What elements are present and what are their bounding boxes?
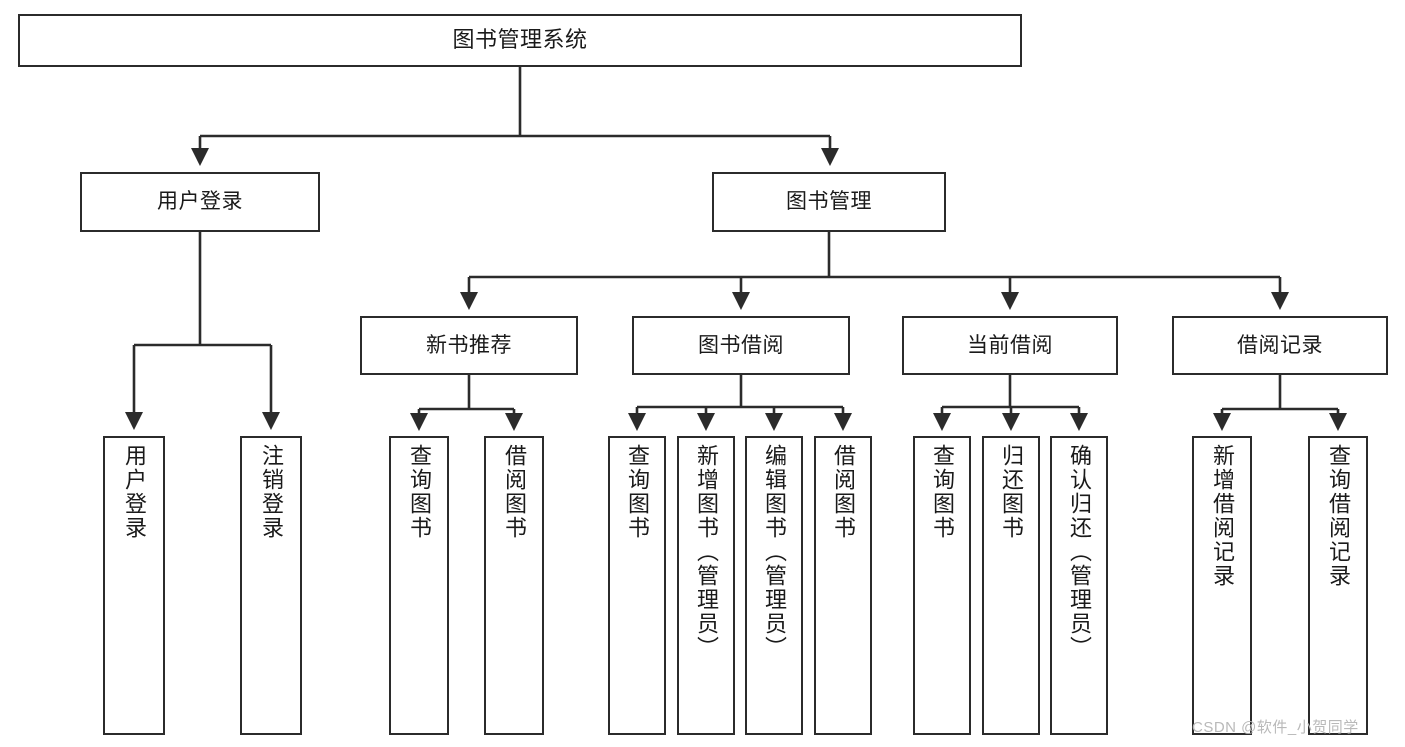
node-label: 新增借阅记录 [1210, 444, 1235, 588]
node-leaf-user-login[interactable]: 用户登录 [103, 436, 165, 735]
node-label: 确认归还（管理员） [1067, 444, 1092, 660]
book-manage-connectors [459, 232, 1290, 311]
node-label: 新书推荐 [426, 333, 512, 357]
node-label: 查询借阅记录 [1326, 444, 1351, 588]
node-root-title[interactable]: 图书管理系统 [18, 14, 1022, 67]
node-leaf-add-record[interactable]: 新增借阅记录 [1192, 436, 1252, 735]
node-book-borrow[interactable]: 图书借阅 [632, 316, 850, 375]
node-leaf-add-book[interactable]: 新增图书（管理员） [677, 436, 735, 735]
node-leaf-return-book[interactable]: 归还图书 [982, 436, 1040, 735]
node-label: 归还图书 [999, 444, 1024, 540]
node-leaf-confirm-return[interactable]: 确认归还（管理员） [1050, 436, 1108, 735]
node-label: 图书管理系统 [452, 27, 588, 53]
node-book-manage[interactable]: 图书管理 [712, 172, 946, 232]
node-label: 用户登录 [157, 190, 243, 214]
node-label: 查询图书 [407, 444, 432, 540]
node-leaf-query-book-bor[interactable]: 查询图书 [608, 436, 666, 735]
node-leaf-query-book-rec[interactable]: 查询图书 [389, 436, 449, 735]
node-leaf-query-record[interactable]: 查询借阅记录 [1308, 436, 1368, 735]
node-label: 新增图书（管理员） [694, 444, 719, 660]
csdn-watermark: CSDN @软件_小贺同学 [1192, 719, 1359, 736]
node-label: 借阅图书 [502, 444, 527, 540]
node-current-borrow[interactable]: 当前借阅 [902, 316, 1118, 375]
node-label: 查询图书 [930, 444, 955, 540]
node-label: 图书借阅 [698, 333, 784, 357]
node-leaf-edit-book[interactable]: 编辑图书（管理员） [745, 436, 803, 735]
new-book-recommend-connectors [409, 375, 524, 432]
book-borrow-connectors [627, 375, 853, 432]
root-connectors [190, 67, 840, 167]
node-leaf-query-book-cur[interactable]: 查询图书 [913, 436, 971, 735]
node-leaf-borrow-book[interactable]: 借阅图书 [814, 436, 872, 735]
node-new-book-recommend[interactable]: 新书推荐 [360, 316, 578, 375]
user-login-connectors [124, 232, 281, 431]
node-label: 编辑图书（管理员） [762, 444, 787, 660]
node-label: 借阅图书 [831, 444, 856, 540]
node-borrow-record[interactable]: 借阅记录 [1172, 316, 1388, 375]
node-label: 图书管理 [786, 190, 872, 214]
node-label: 用户登录 [122, 444, 147, 540]
node-leaf-user-logout[interactable]: 注销登录 [240, 436, 302, 735]
node-leaf-borrow-book-rec[interactable]: 借阅图书 [484, 436, 544, 735]
node-user-login[interactable]: 用户登录 [80, 172, 320, 232]
node-label: 当前借阅 [967, 333, 1053, 357]
borrow-record-connectors [1212, 375, 1348, 432]
node-label: 借阅记录 [1237, 333, 1323, 357]
node-label: 查询图书 [625, 444, 650, 540]
node-label: 注销登录 [259, 444, 284, 540]
current-borrow-connectors [932, 375, 1089, 432]
